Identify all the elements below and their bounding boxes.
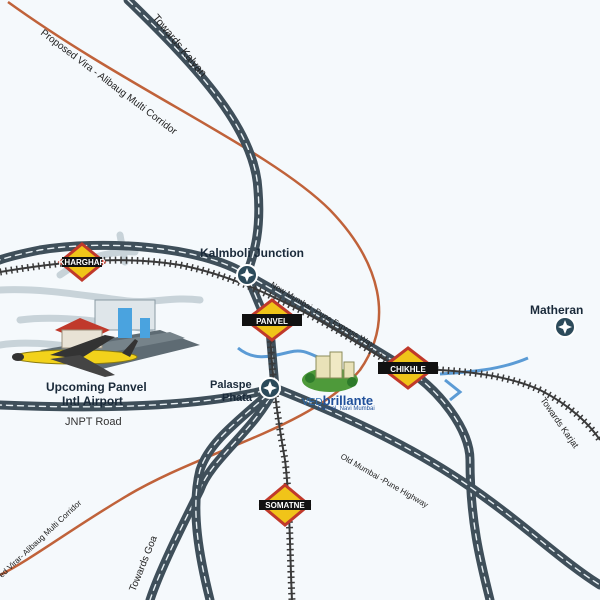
brand-name: brillante [322,393,374,408]
label-palaspe-line2: Phata [222,392,252,404]
label-kalmboli-junction: Kalmboli Junction [200,246,305,260]
project-illustration [302,351,358,392]
label-palaspe-line1: Palaspe [210,379,252,391]
road-label-old-highway: Old Mumbai -Pune Highway [339,452,430,510]
label-matheran: Matheran [530,303,584,317]
brand-tagline: Panvel, Navi Mumbai [318,406,375,412]
road-label-corridor-top: Proposed Vira - Alibaug Multi Corridor [38,28,179,138]
brand-prefix: VED [302,397,323,408]
station-chikhle-label: CHIKHLE [390,365,426,374]
station-chikhle-marker [378,346,438,390]
corridor-line [0,0,381,577]
road-label-jnpt: JNPT Road [65,416,122,428]
road-label-towards-karjat: Towards Karjat [538,395,581,450]
label-airport-line1: Upcoming Panvel [46,380,147,394]
station-panvel-label: PANVEL [256,317,288,326]
station-panvel-marker [242,298,302,342]
airport-illustration [12,299,200,377]
junction-markers [236,264,576,399]
station-somatne-marker [258,483,312,527]
railways [0,256,600,600]
road-label-corridor-bottom: ed Virar- Alibaug Multi Corridor [0,498,83,579]
road-label-towards-kalyan: Towards Kalyan [150,12,209,79]
label-airport-line2: Intl Airport [62,394,123,408]
station-kharghar-marker [57,242,107,282]
station-kharghar-label: KHARGHAR [59,258,106,267]
station-somatne-label: SOMATNE [265,501,305,510]
project-brand: VEDbrillante [302,392,373,410]
